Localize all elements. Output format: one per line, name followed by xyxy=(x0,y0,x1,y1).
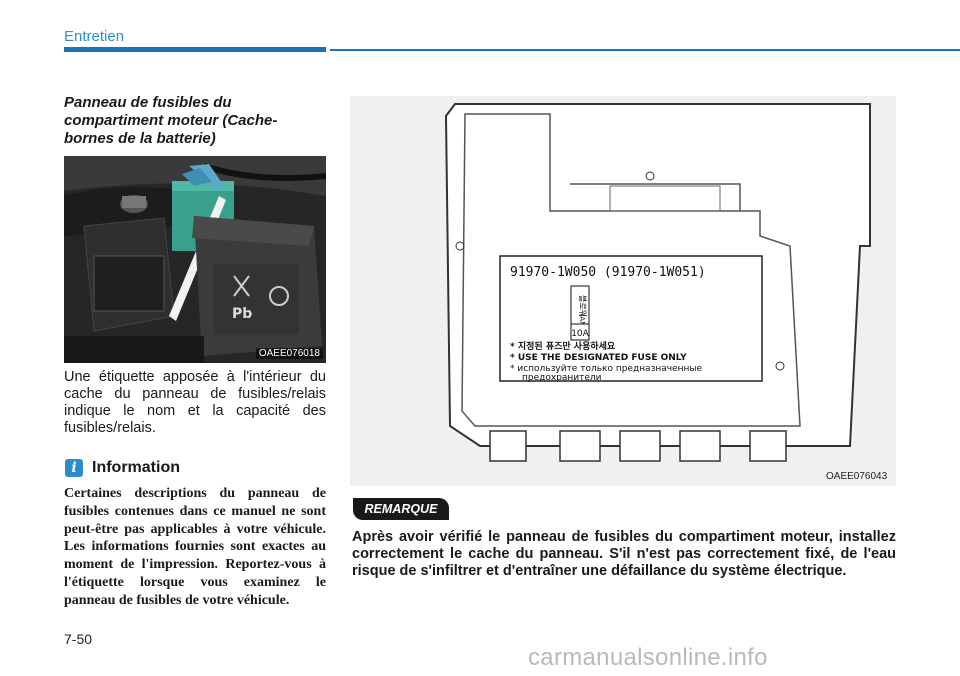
label-warning-english: * USE THE DESIGNATED FUSE ONLY xyxy=(510,353,687,363)
label-warning-russian-2: предохранители xyxy=(522,373,602,383)
information-icon: i xyxy=(65,459,83,477)
body-paragraph: Une étiquette apposée à l'intérieur du c… xyxy=(64,369,326,436)
subheading: Panneau de fusibles du compartiment mote… xyxy=(64,94,326,148)
information-title: Information xyxy=(92,459,180,476)
page-number: 7-50 xyxy=(64,631,93,647)
fuse-cover-diagram: 91970-1W050 (91970-1W051) 블로워 (AMS) 10A … xyxy=(350,96,896,486)
watermark: carmanualsonline.info xyxy=(528,644,768,671)
fuse-cover-drawing: 91970-1W050 (91970-1W051) 블로워 (AMS) 10A … xyxy=(444,103,871,462)
battery-pb-mark: Pb xyxy=(232,306,252,322)
label-part-number: 91970-1W050 (91970-1W051) xyxy=(510,265,706,280)
note-badge: REMARQUE xyxy=(353,498,449,520)
label-warning-korean: * 지정된 퓨즈만 사용하세요 xyxy=(510,340,616,352)
subheading-line-1: Panneau de fusibles du xyxy=(64,94,232,111)
label-warning-russian-1: * используйте только предназначенные xyxy=(510,364,702,374)
photo-reference-code: OAEE076018 xyxy=(255,348,323,359)
label-fuse-korean: 블로워 xyxy=(578,295,588,317)
engine-compartment-photo: Pb OAEE076018 xyxy=(64,156,326,363)
section-title: Entretien xyxy=(64,28,125,45)
subheading-line-3: bornes de la batterie) xyxy=(64,130,216,147)
diagram-reference-code: OAEE076043 xyxy=(826,471,888,482)
header-rule-thin xyxy=(330,49,960,51)
header-rule-thick xyxy=(64,47,326,52)
subheading-line-2: compartiment moteur (Cache- xyxy=(64,112,278,129)
note-text: Après avoir vérifié le panneau de fusibl… xyxy=(352,529,896,579)
information-text: Certaines descriptions du panneau de fus… xyxy=(64,486,326,608)
engine-photo-illustration: Pb xyxy=(64,156,326,363)
label-fuse-rating: 10A xyxy=(571,329,589,339)
